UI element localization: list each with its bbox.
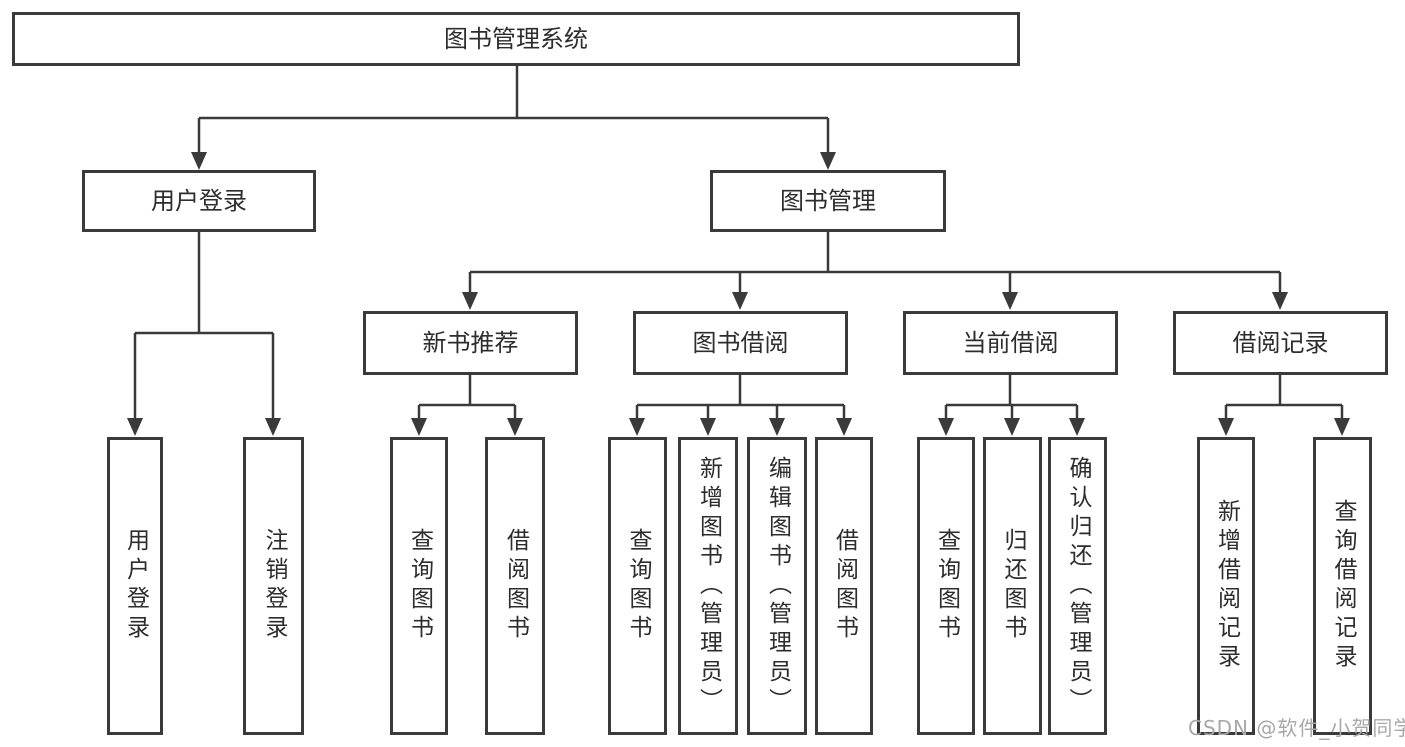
arrowhead-down-icon [265, 418, 281, 436]
node-borrowing-records-label: 借阅记录 [1232, 329, 1329, 357]
connector-borrow-record-to-leaves [1218, 375, 1350, 436]
arrowhead-down-icon [191, 152, 207, 170]
leaf-borrowing-borrow-books: 借阅图书 [815, 437, 873, 735]
arrowhead-down-icon [629, 418, 645, 436]
arrowhead-down-icon [1218, 418, 1234, 436]
node-new-book-recommend-label: 新书推荐 [422, 329, 519, 357]
leaf-borrowing-borrow-books-label: 借阅图书 [831, 528, 858, 644]
node-root-system-label: 图书管理系统 [444, 25, 588, 53]
connector-book-borrow-to-leaves [629, 375, 852, 436]
leaf-recommend-query-books-label: 查询图书 [406, 528, 433, 644]
node-borrowing-records: 借阅记录 [1173, 311, 1388, 375]
arrowhead-down-icon [507, 418, 523, 436]
leaf-current-confirm-return-admin: 确认归还（管理员） [1048, 437, 1107, 735]
arrowhead-down-icon [1069, 418, 1085, 436]
node-current-borrowing: 当前借阅 [903, 311, 1118, 375]
arrowhead-down-icon [732, 292, 748, 310]
leaf-borrowing-edit-books-admin: 编辑图书（管理员） [747, 437, 807, 735]
leaf-recommend-borrow-books-label: 借阅图书 [502, 528, 529, 644]
leaf-borrowing-query-books-label: 查询图书 [625, 528, 651, 644]
arrowhead-down-icon [411, 418, 427, 436]
node-new-book-recommend: 新书推荐 [363, 311, 578, 375]
leaf-borrowing-query-books: 查询图书 [608, 437, 667, 735]
connector-new-book-to-leaves [411, 375, 523, 436]
leaf-user-login-label: 用户登录 [122, 528, 149, 644]
leaf-borrowing-edit-books-admin-label: 编辑图书（管理员） [764, 455, 791, 717]
arrowhead-down-icon [462, 292, 478, 310]
arrowhead-down-icon [1002, 292, 1018, 310]
leaf-logout-label: 注销登录 [261, 528, 287, 644]
node-book-management-label: 图书管理 [780, 187, 876, 215]
leaf-recommend-query-books: 查询图书 [390, 437, 448, 735]
leaf-record-query-borrow-record-label: 查询借阅记录 [1330, 499, 1356, 673]
arrowhead-down-icon [1004, 418, 1020, 436]
node-user-login-label: 用户登录 [151, 187, 247, 215]
leaf-current-return-books-label: 归还图书 [1000, 528, 1026, 644]
arrowhead-down-icon [938, 418, 954, 436]
leaf-current-return-books: 归还图书 [983, 437, 1042, 735]
leaf-record-add-borrow-record: 新增借阅记录 [1197, 437, 1255, 735]
leaf-borrowing-add-books-admin-label: 新增图书（管理员） [695, 455, 722, 717]
leaf-logout: 注销登录 [243, 437, 304, 735]
arrowhead-down-icon [836, 418, 852, 436]
node-root-system: 图书管理系统 [12, 12, 1020, 66]
leaf-current-query-books-label: 查询图书 [933, 528, 960, 644]
leaf-record-add-borrow-record-label: 新增借阅记录 [1213, 499, 1240, 673]
arrowhead-down-icon [820, 152, 836, 170]
arrowhead-down-icon [700, 418, 716, 436]
connector-user-login-to-leaves [127, 232, 281, 436]
node-book-borrowing: 图书借阅 [633, 311, 848, 375]
node-book-borrowing-label: 图书借阅 [692, 329, 789, 357]
leaf-recommend-borrow-books: 借阅图书 [485, 437, 545, 735]
csdn-watermark: CSDN @软件_小贺同学 [1188, 716, 1405, 740]
arrowhead-down-icon [1272, 292, 1288, 310]
connector-root-to-level2 [191, 66, 836, 170]
node-user-login: 用户登录 [82, 170, 316, 232]
arrowhead-down-icon [127, 418, 143, 436]
arrowhead-down-icon [769, 418, 785, 436]
leaf-user-login: 用户登录 [107, 437, 163, 735]
connector-current-borrow-to-leaves [938, 375, 1085, 436]
leaf-record-query-borrow-record: 查询借阅记录 [1313, 437, 1372, 735]
node-book-management: 图书管理 [710, 170, 946, 232]
node-current-borrowing-label: 当前借阅 [962, 329, 1059, 357]
leaf-borrowing-add-books-admin: 新增图书（管理员） [678, 437, 738, 735]
arrowhead-down-icon [1334, 418, 1350, 436]
leaf-current-query-books: 查询图书 [917, 437, 975, 735]
connector-book-mgmt-to-level3 [462, 232, 1288, 310]
leaf-current-confirm-return-admin-label: 确认归还（管理员） [1065, 455, 1091, 717]
